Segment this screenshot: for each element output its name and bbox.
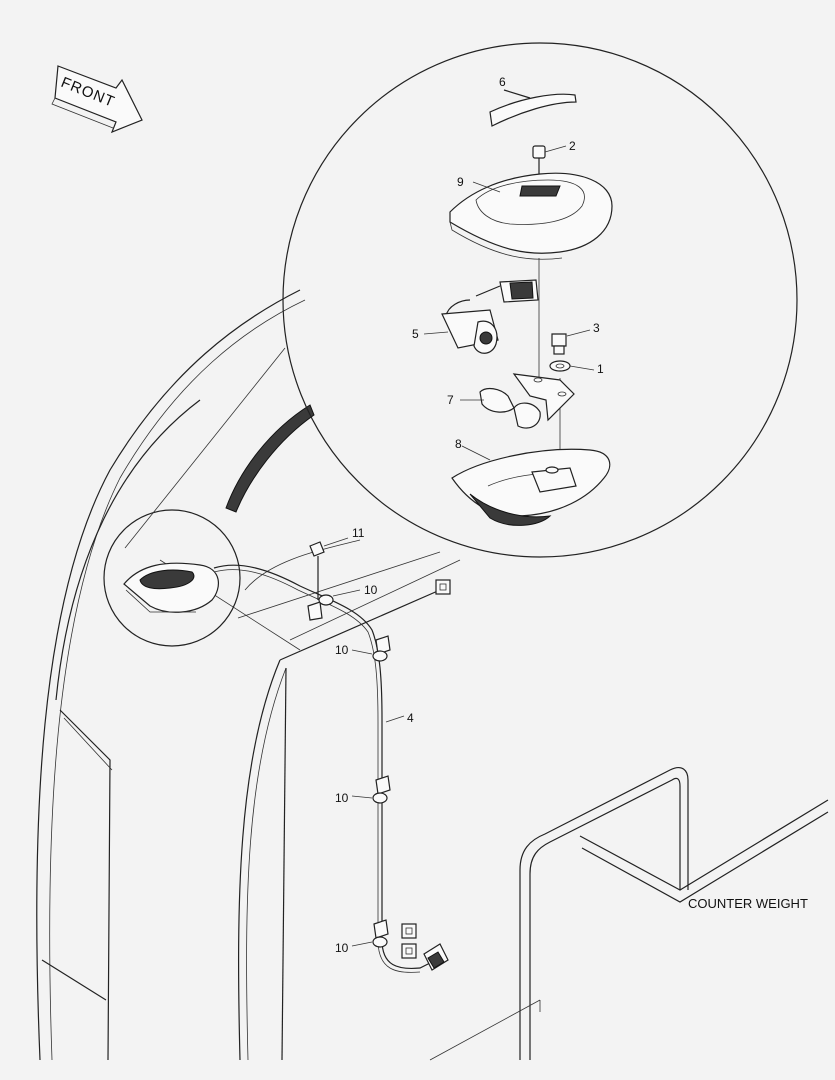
front-arrow: FRONT bbox=[51, 65, 143, 134]
part-2-screw: 2 bbox=[532, 139, 576, 176]
part-1-washer: 1 bbox=[549, 360, 604, 376]
part-3-bolt: 3 bbox=[551, 321, 600, 355]
part-11-bolt: 11 bbox=[309, 526, 365, 600]
part-7-bracket: 7 bbox=[447, 373, 575, 429]
label-2: 2 bbox=[569, 139, 576, 153]
installed-lamp bbox=[123, 562, 219, 613]
body-bolt bbox=[435, 579, 451, 595]
label-9: 9 bbox=[457, 175, 464, 189]
part-6-lens: 6 bbox=[489, 75, 577, 127]
label-4: 4 bbox=[407, 711, 414, 725]
label-10-c: 10 bbox=[335, 791, 349, 805]
label-10-a: 10 bbox=[364, 583, 378, 597]
clamp-10-fourth: 10 bbox=[335, 919, 389, 955]
harness-connector bbox=[423, 943, 449, 971]
clamp-10-second: 10 bbox=[335, 635, 391, 662]
part-9-cover: 9 bbox=[449, 172, 613, 260]
label-7: 7 bbox=[447, 393, 454, 407]
detail-circle-large bbox=[282, 42, 798, 558]
connector-line-bottom bbox=[237, 551, 441, 619]
label-3: 3 bbox=[593, 321, 600, 335]
label-5: 5 bbox=[412, 327, 419, 341]
part-8-base: 8 bbox=[451, 437, 611, 526]
part-4-harness: 4 bbox=[213, 564, 433, 973]
part-5-camera: 5 bbox=[412, 279, 539, 354]
clamp-10-top: 10 bbox=[307, 583, 378, 621]
label-10-b: 10 bbox=[335, 643, 349, 657]
mount-blocks bbox=[401, 923, 417, 959]
machine-body bbox=[36, 289, 461, 1061]
label-10-d: 10 bbox=[335, 941, 349, 955]
counter-weight-frame: COUNTER WEIGHT bbox=[429, 767, 829, 1061]
counter-weight-label: COUNTER WEIGHT bbox=[688, 896, 808, 911]
label-8: 8 bbox=[455, 437, 462, 451]
label-11: 11 bbox=[352, 526, 365, 540]
clamp-10-third: 10 bbox=[335, 775, 391, 805]
connector-line-top bbox=[124, 347, 286, 549]
label-6: 6 bbox=[499, 75, 506, 89]
label-1: 1 bbox=[597, 362, 604, 376]
detail-circle-small bbox=[103, 509, 241, 647]
